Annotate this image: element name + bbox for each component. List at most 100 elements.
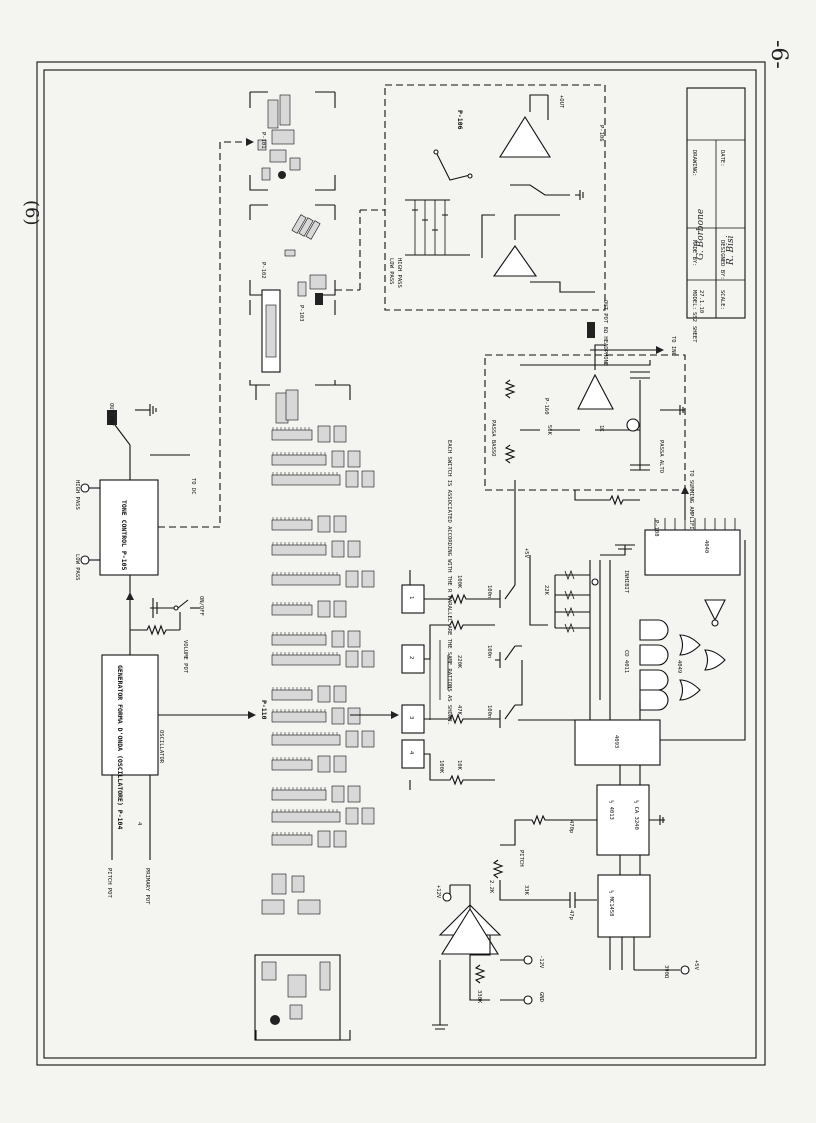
capacitor-block (345, 730, 359, 748)
capacitor-block (345, 650, 359, 668)
ic-chip-body (271, 519, 313, 531)
each-switch-note: EACH SWITCH IS ASSOCIATED ACCORDING WITH… (446, 440, 452, 725)
p108-ref-label: P-108 (653, 520, 659, 537)
pcb-p103-cluster: P-103 (249, 274, 336, 386)
capacitor-block (333, 600, 347, 618)
ic-chip-body (271, 759, 313, 771)
r-val-11: 390Ω (663, 965, 669, 979)
headphone-jack (587, 322, 595, 338)
inhibit-label: INHIBIT (623, 570, 629, 594)
capacitor-block (361, 470, 375, 488)
capacitor-block (331, 785, 345, 803)
capacitor-block (331, 707, 345, 725)
low-pass-label[interactable]: LOW PASS (74, 554, 80, 581)
mixer-bottom-knob (270, 1015, 280, 1025)
to-dc-label: TO DC (190, 478, 196, 495)
svg-text:2: 2 (408, 656, 414, 659)
ic-ca3240-label: ½ CA 3240 (633, 800, 640, 830)
r-val-4: 10K (456, 760, 462, 771)
ic-cd4011-label: CD 4011 (623, 650, 629, 673)
r-val-3: 47K (456, 705, 462, 716)
ic-chip-body (271, 789, 327, 801)
title-block: MODEL: SS2 DRAWING: MADE BY: DESIGNED BY… (686, 87, 746, 343)
lower-ics: ½ 4013 ½ MC1458 PITCH +5V (500, 765, 699, 975)
ic-4093-label: 4093 (613, 735, 619, 748)
capacitor-block (317, 830, 331, 848)
mixer-chip-rows (271, 425, 375, 848)
high-pass-label[interactable]: HIGH PASS (74, 480, 80, 510)
p102-label: P-102 (260, 262, 266, 279)
title-sheet-label: SHEET (691, 326, 697, 343)
capacitor-block (361, 730, 375, 748)
capacitor-block (361, 807, 375, 825)
svg-text:4: 4 (136, 822, 142, 826)
p101-label: P-101 (260, 132, 266, 149)
capacitor-block (361, 570, 375, 588)
r-val-1: 100K (456, 575, 462, 589)
capacitor-block (333, 830, 347, 848)
filter-low-pass: LOW PASS (388, 258, 394, 285)
ic-chip-body (271, 689, 313, 701)
title-date-label: DATE: (719, 150, 725, 167)
mixer-part-1 (271, 873, 287, 895)
digital-logic: 4040 CD 4011 INHIBIT +5V 4093 (518, 518, 746, 766)
ic-chip-body (271, 834, 313, 846)
mixer-part-3 (261, 899, 285, 915)
c-val-1: 100n (486, 585, 492, 598)
svg-text:+5V: +5V (693, 960, 699, 971)
r-val-2: 220K (456, 655, 462, 669)
generator-label: GENERATOR FORMA D'ONDA (OSCILLATORE) P-1… (116, 665, 124, 829)
ic-4013-label: ½ 4013 (608, 800, 615, 820)
primary-pot-label[interactable]: PRIMARY POT (144, 868, 150, 905)
title-designed-by-label: DESIGNED BY: (719, 240, 725, 280)
ic-mc1458-label: ½ MC1458 (608, 890, 615, 917)
pitch-label: PITCH (518, 850, 524, 867)
tone-bus-dashed (158, 141, 250, 528)
capacitor-block (317, 515, 331, 533)
mixer-part-4 (297, 899, 321, 915)
mixer-board-label: P-110 (260, 700, 268, 720)
r-val-6: 22K (543, 585, 549, 596)
capacitor-block (361, 650, 375, 668)
title-model-value: SS2 (691, 312, 697, 322)
title-date-value: 27.1.10 (698, 290, 704, 313)
inner-border (43, 69, 757, 1059)
capacitor-block (347, 785, 361, 803)
page-number-top-right: -6- (766, 40, 791, 69)
tone-control-block: TONE CONTROL P-105 (99, 479, 159, 576)
generator-block: GENERATOR FORMA D'ONDA (OSCILLATORE) P-1… (101, 654, 159, 829)
r-val-12: 33K (523, 885, 529, 896)
capacitor-block (347, 450, 361, 468)
ic-chip-body (271, 734, 341, 746)
title-scale-label: SCALE: (719, 290, 725, 310)
p106-ref-label: P-106 (598, 125, 604, 142)
capacitor-block (331, 450, 345, 468)
capacitor-block (347, 540, 361, 558)
ic-chip-body (271, 429, 313, 441)
ic-chip-body (271, 604, 313, 616)
capacitor-block (333, 515, 347, 533)
volume-pot-label[interactable]: VOLUME POT (182, 640, 188, 674)
pitch-pot-label[interactable]: PITCH POT (106, 868, 112, 898)
ic-chip-body (271, 454, 327, 466)
capacitor-block (317, 755, 331, 773)
r-val-5: 100K (438, 760, 444, 774)
filter-p160: P-160 PASSA BASSO PASSA ALTO (484, 344, 686, 506)
capacitor-block (317, 425, 331, 443)
capacitor-block (347, 630, 361, 648)
out-pot-label[interactable]: OUT POT (108, 403, 114, 427)
p103-label: P-103 (298, 305, 304, 322)
on-off-label[interactable]: ON/OFF (198, 596, 204, 616)
p160-label: P-160 (543, 398, 549, 415)
mixer-cap-2 (285, 389, 299, 421)
title-signature-2: R. Bisi (726, 235, 736, 266)
filter-high-pass: HIGH PASS (396, 258, 402, 288)
outer-border (36, 61, 766, 1066)
mixer-part-2 (291, 875, 305, 893)
ic-chip-body (271, 474, 341, 486)
page-number-left: (6) (21, 200, 42, 226)
out-pot-headphone-label[interactable]: OUT POT 8Ω HEADPHONE (602, 300, 608, 366)
to-inc-label: TO INC (670, 336, 676, 356)
svg-text:4: 4 (408, 751, 414, 755)
